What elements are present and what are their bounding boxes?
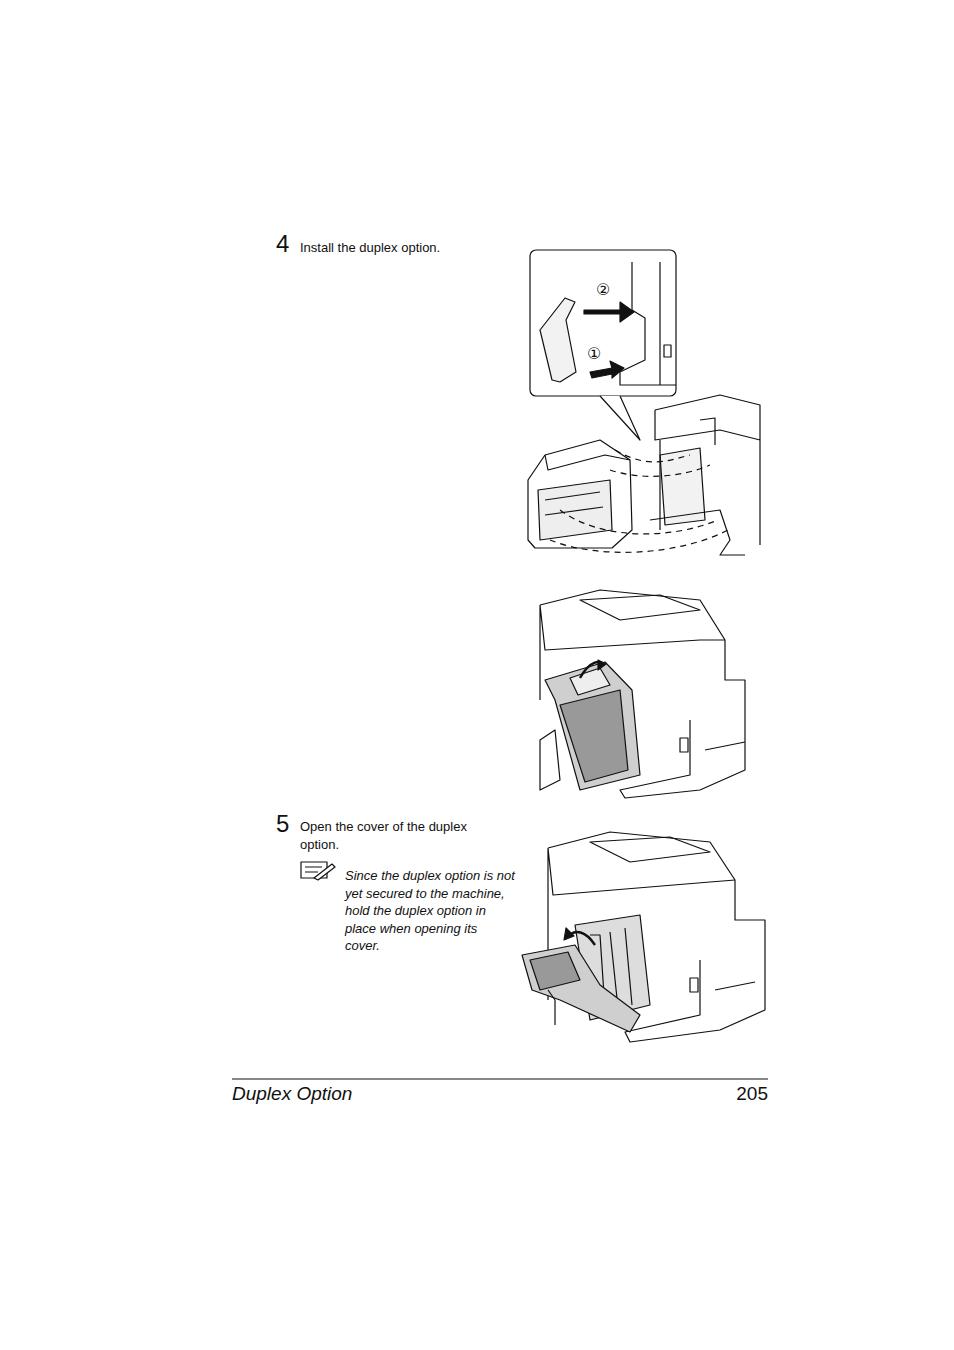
frame-slot <box>664 345 671 357</box>
note-icon <box>301 862 335 880</box>
install-figure <box>528 395 760 555</box>
arrow-1 <box>590 361 624 378</box>
frame-edge <box>620 262 676 385</box>
step-text: Install the duplex option. <box>300 239 500 257</box>
callout-number: ① <box>587 346 601 362</box>
callout-number: ② <box>596 282 610 298</box>
step-text: Open the cover of the duplex option. <box>300 818 500 853</box>
callout-box <box>530 250 676 396</box>
footer-section: Duplex Option <box>232 1081 532 1107</box>
callout-pointer <box>600 396 640 440</box>
page-number: 205 <box>568 1081 768 1107</box>
note-text: Since the duplex option is not yet secur… <box>345 867 515 955</box>
attach-figure <box>540 590 745 798</box>
callout-box: ②① <box>530 250 676 396</box>
open-cover-figure <box>522 832 765 1042</box>
arrow-2 <box>584 302 634 322</box>
footer-rule <box>232 1079 768 1080</box>
hinge-part <box>540 298 576 382</box>
